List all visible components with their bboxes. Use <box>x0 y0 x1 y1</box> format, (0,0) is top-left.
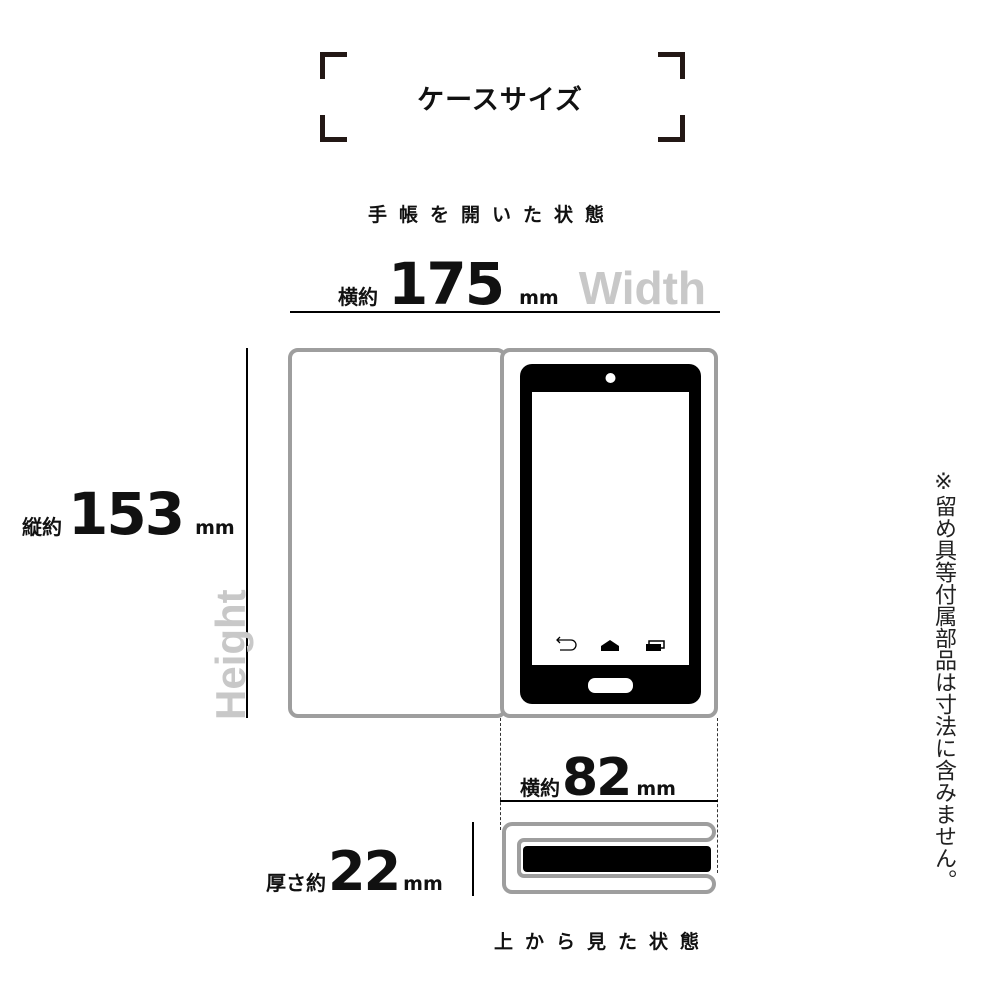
height-unit: mm <box>195 517 235 539</box>
corner-bracket-top-right <box>658 52 685 79</box>
page-title: ケースサイズ <box>417 85 583 116</box>
width-label: 横約 <box>338 285 378 309</box>
open-view-caption: 手帳を開いた状態 <box>368 204 617 226</box>
smartphone-icon <box>520 364 701 704</box>
thickness-value: 22 <box>328 840 401 903</box>
phone-top-view <box>523 846 711 872</box>
dimension-note: ※留め具等付属部品は寸法に含みません。 <box>931 470 956 891</box>
inner-width-label: 横約 <box>520 776 560 800</box>
width-unit: mm <box>519 287 559 309</box>
thickness-dimension: 厚さ約 22 mm <box>266 840 443 903</box>
inner-width-dimension: 横約 82 mm <box>520 748 676 808</box>
thickness-unit: mm <box>403 873 443 895</box>
inner-width-value: 82 <box>562 748 632 808</box>
corner-bracket-bottom-left <box>320 115 347 142</box>
width-dimension-line <box>290 311 720 313</box>
top-view-diagram <box>502 822 716 894</box>
height-ghost-label: Height <box>207 589 254 720</box>
width-dimension: 横約 175 mm Width <box>338 250 706 318</box>
recent-apps-icon <box>646 640 665 651</box>
guide-line-left <box>500 718 501 830</box>
height-dimension-line <box>246 348 248 718</box>
inner-width-dimension-line <box>500 800 718 802</box>
thickness-label: 厚さ約 <box>266 871 326 895</box>
top-view-caption: 上から見た状態 <box>494 931 712 953</box>
width-value: 175 <box>388 250 505 318</box>
home-button-icon <box>588 678 633 693</box>
back-arrow-icon <box>556 636 577 651</box>
camera-icon <box>605 373 616 383</box>
height-label: 縦約 <box>22 515 62 539</box>
height-value: 153 <box>68 480 185 548</box>
guide-line-right <box>717 718 718 873</box>
corner-bracket-bottom-right <box>658 115 685 142</box>
inner-width-unit: mm <box>636 778 676 800</box>
height-dimension: 縦約 153 mm <box>22 480 235 550</box>
width-ghost-label: Width <box>578 262 706 314</box>
thickness-dimension-line <box>472 822 474 896</box>
phone-screen <box>532 392 689 665</box>
corner-bracket-top-left <box>320 52 347 79</box>
home-icon <box>601 640 619 651</box>
